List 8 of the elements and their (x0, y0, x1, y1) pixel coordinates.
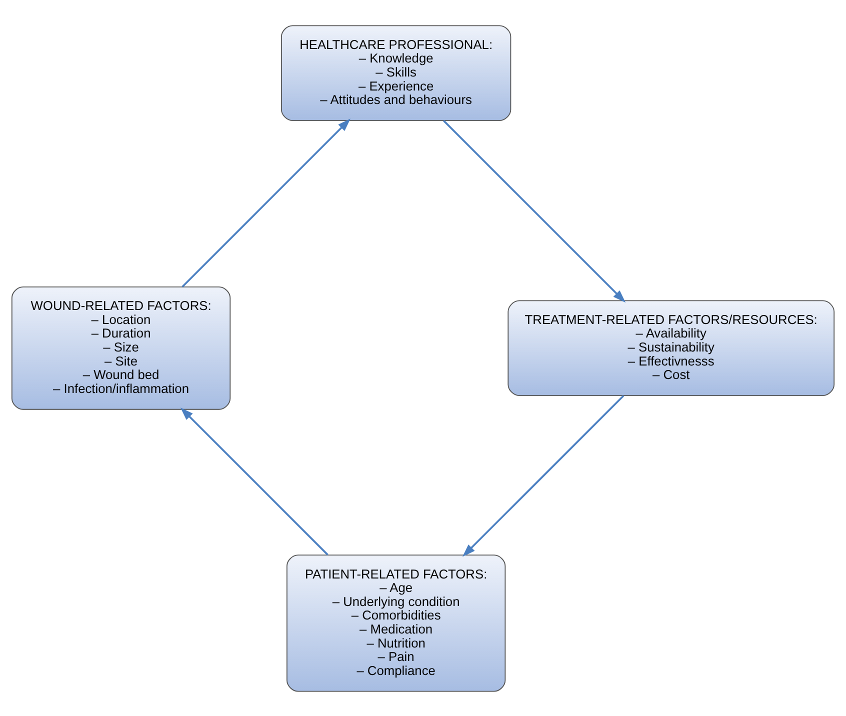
arrow (182, 118, 350, 287)
node-box: WOUND-RELATED FACTORS: – Location – Duration – Size – Site – Wound bed – Infection/inflammation (11, 286, 231, 410)
node-box: HEALTHCARE PROFESSIONAL: – Knowledge – Skills – Experience – Attitudes and behaviours (280, 24, 512, 120)
node-box: TREATMENT-RELATED FACTORS/RESOURCES: – Availability – Sustainability – Effectivnesss – Cost (508, 300, 835, 396)
arrow (443, 120, 626, 302)
arrow (462, 394, 624, 556)
node-box: PATIENT-RELATED FACTORS: – Age – Underlying condition – Comorbidities – Medication – Nutrition – Pain – Compliance (286, 554, 506, 692)
arrow (180, 407, 328, 555)
